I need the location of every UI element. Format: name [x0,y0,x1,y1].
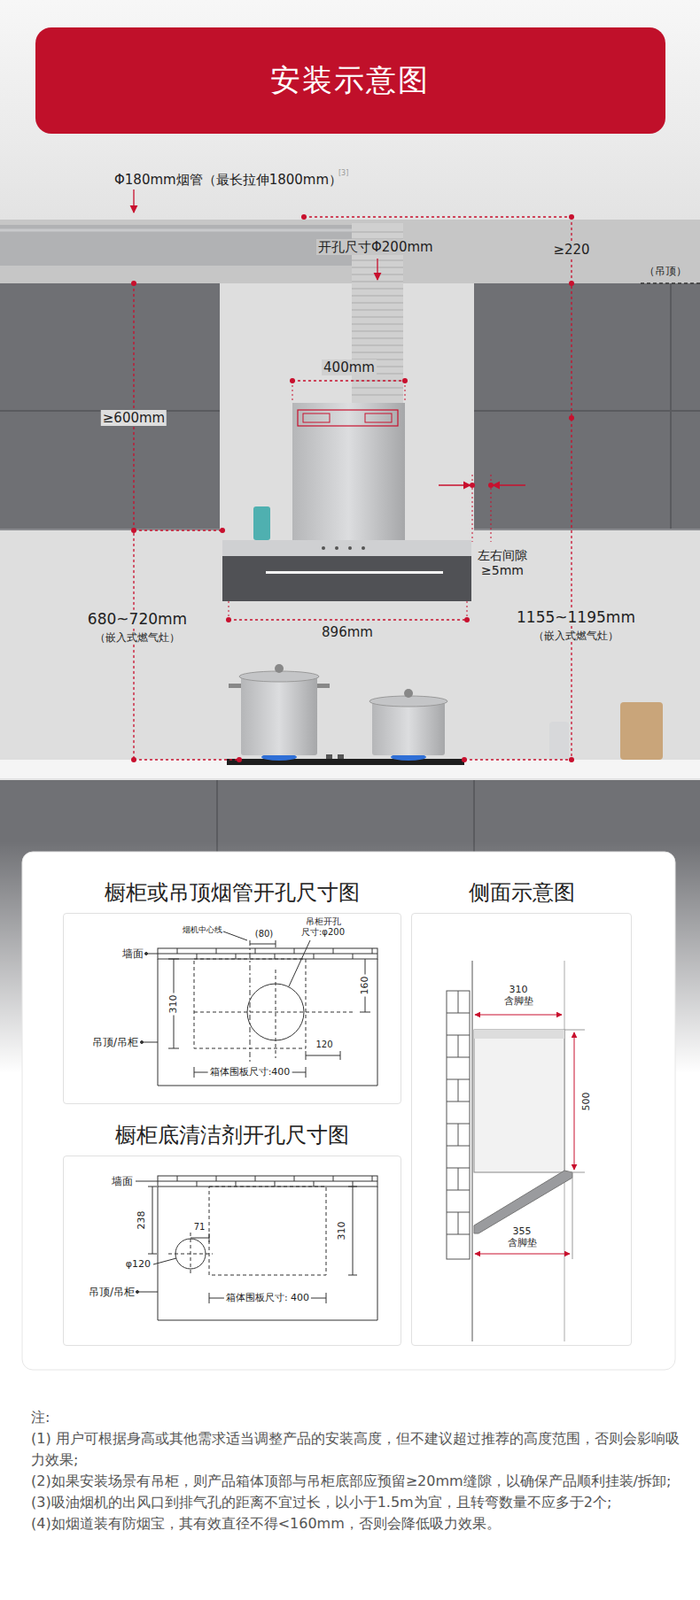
dimension-dots [131,214,575,763]
dimension-value: 310 [167,994,179,1017]
dimension-label: 墙面 [122,948,144,961]
dimension-value: 310 [335,1222,348,1242]
panel-heading: 橱柜底清洁剂开孔尺寸图 [46,1123,419,1149]
dimension-label: 400mm [321,359,377,376]
info-card [22,852,676,1371]
cutout-drawing-top [140,932,379,1087]
title-text: 安装示意图 [0,62,700,98]
cutout-drawing-bottom [135,1176,378,1322]
dimension-label: 开孔尺寸Φ200mm [316,239,436,256]
dimension-value: 238 [135,1212,148,1231]
dimension-label: 1155~1195mm [514,608,638,627]
dimension-label: 左右间隙 ≥5mm [477,548,528,579]
dimension-label: （嵌入式燃气灶） [531,630,621,643]
dimension-label: [3] [338,169,349,179]
dimension-label: φ120 [125,1259,151,1271]
dimension-label: ≥220 [551,241,592,258]
note-text: (1) 用户可根据身高或其他需求适当调整产品的安装高度，但不建议超过推荐的高度范… [31,1429,683,1472]
kitchen-background [0,0,700,763]
dimension-label: （嵌入式燃气灶） [93,631,182,645]
dimension-lines [133,189,700,761]
dimension-label: 680~720mm [85,610,189,629]
note-text: (4)如烟道装有防烟宝，其有效直径不得<160mm，否则会降低吸力效果。 [31,1514,683,1536]
dimension-label: 烟机中心线 [182,925,223,936]
dimension-label: 71 [194,1222,206,1234]
dimension-label: 吊顶/吊柜 [92,1036,139,1050]
dimension-label: Φ180mm烟管（最长拉伸1800mm） [114,171,343,188]
side-view-drawing [446,961,585,1343]
range-hood [222,403,472,602]
dimension-label: 120 [315,1040,333,1051]
dimension-label: 896mm [321,624,374,641]
note-text: (2)如果安装场景有吊柜，则产品箱体顶部与吊柜底部应预留≥20mm缝隙，以确保产… [31,1471,683,1494]
dimension-label: 箱体围板尺寸:400 [208,1066,293,1079]
dimension-label: 吊顶/吊柜 [88,1286,135,1299]
dimension-value: 500 [580,1093,592,1113]
dimension-label: 墙面 [111,1175,133,1189]
dimension-label: 355 含脚垫 [507,1226,537,1250]
dimension-label: (80) [255,929,274,941]
dimension-label: 吊柜开孔 尺寸:φ200 [301,917,345,939]
panel-heading: 侧面示意图 [394,880,649,906]
dimension-value: 160 [358,975,371,998]
dimension-label: （吊顶） [644,264,687,278]
dimension-label: 310 含脚垫 [504,984,534,1008]
note-text: 注: [31,1407,683,1430]
dimension-label: ≥600mm [101,410,167,427]
dimension-label: 箱体围板尺寸: 400 [224,1292,312,1305]
diagram-panel: 侧面示意图 [411,913,632,1347]
note-text: (3)吸油烟机的出风口到排气孔的距离不宜过长，以小于1.5m为宜，且转弯数量不应… [31,1493,683,1515]
panel-heading: 橱柜或吊顶烟管开孔尺寸图 [46,880,419,906]
